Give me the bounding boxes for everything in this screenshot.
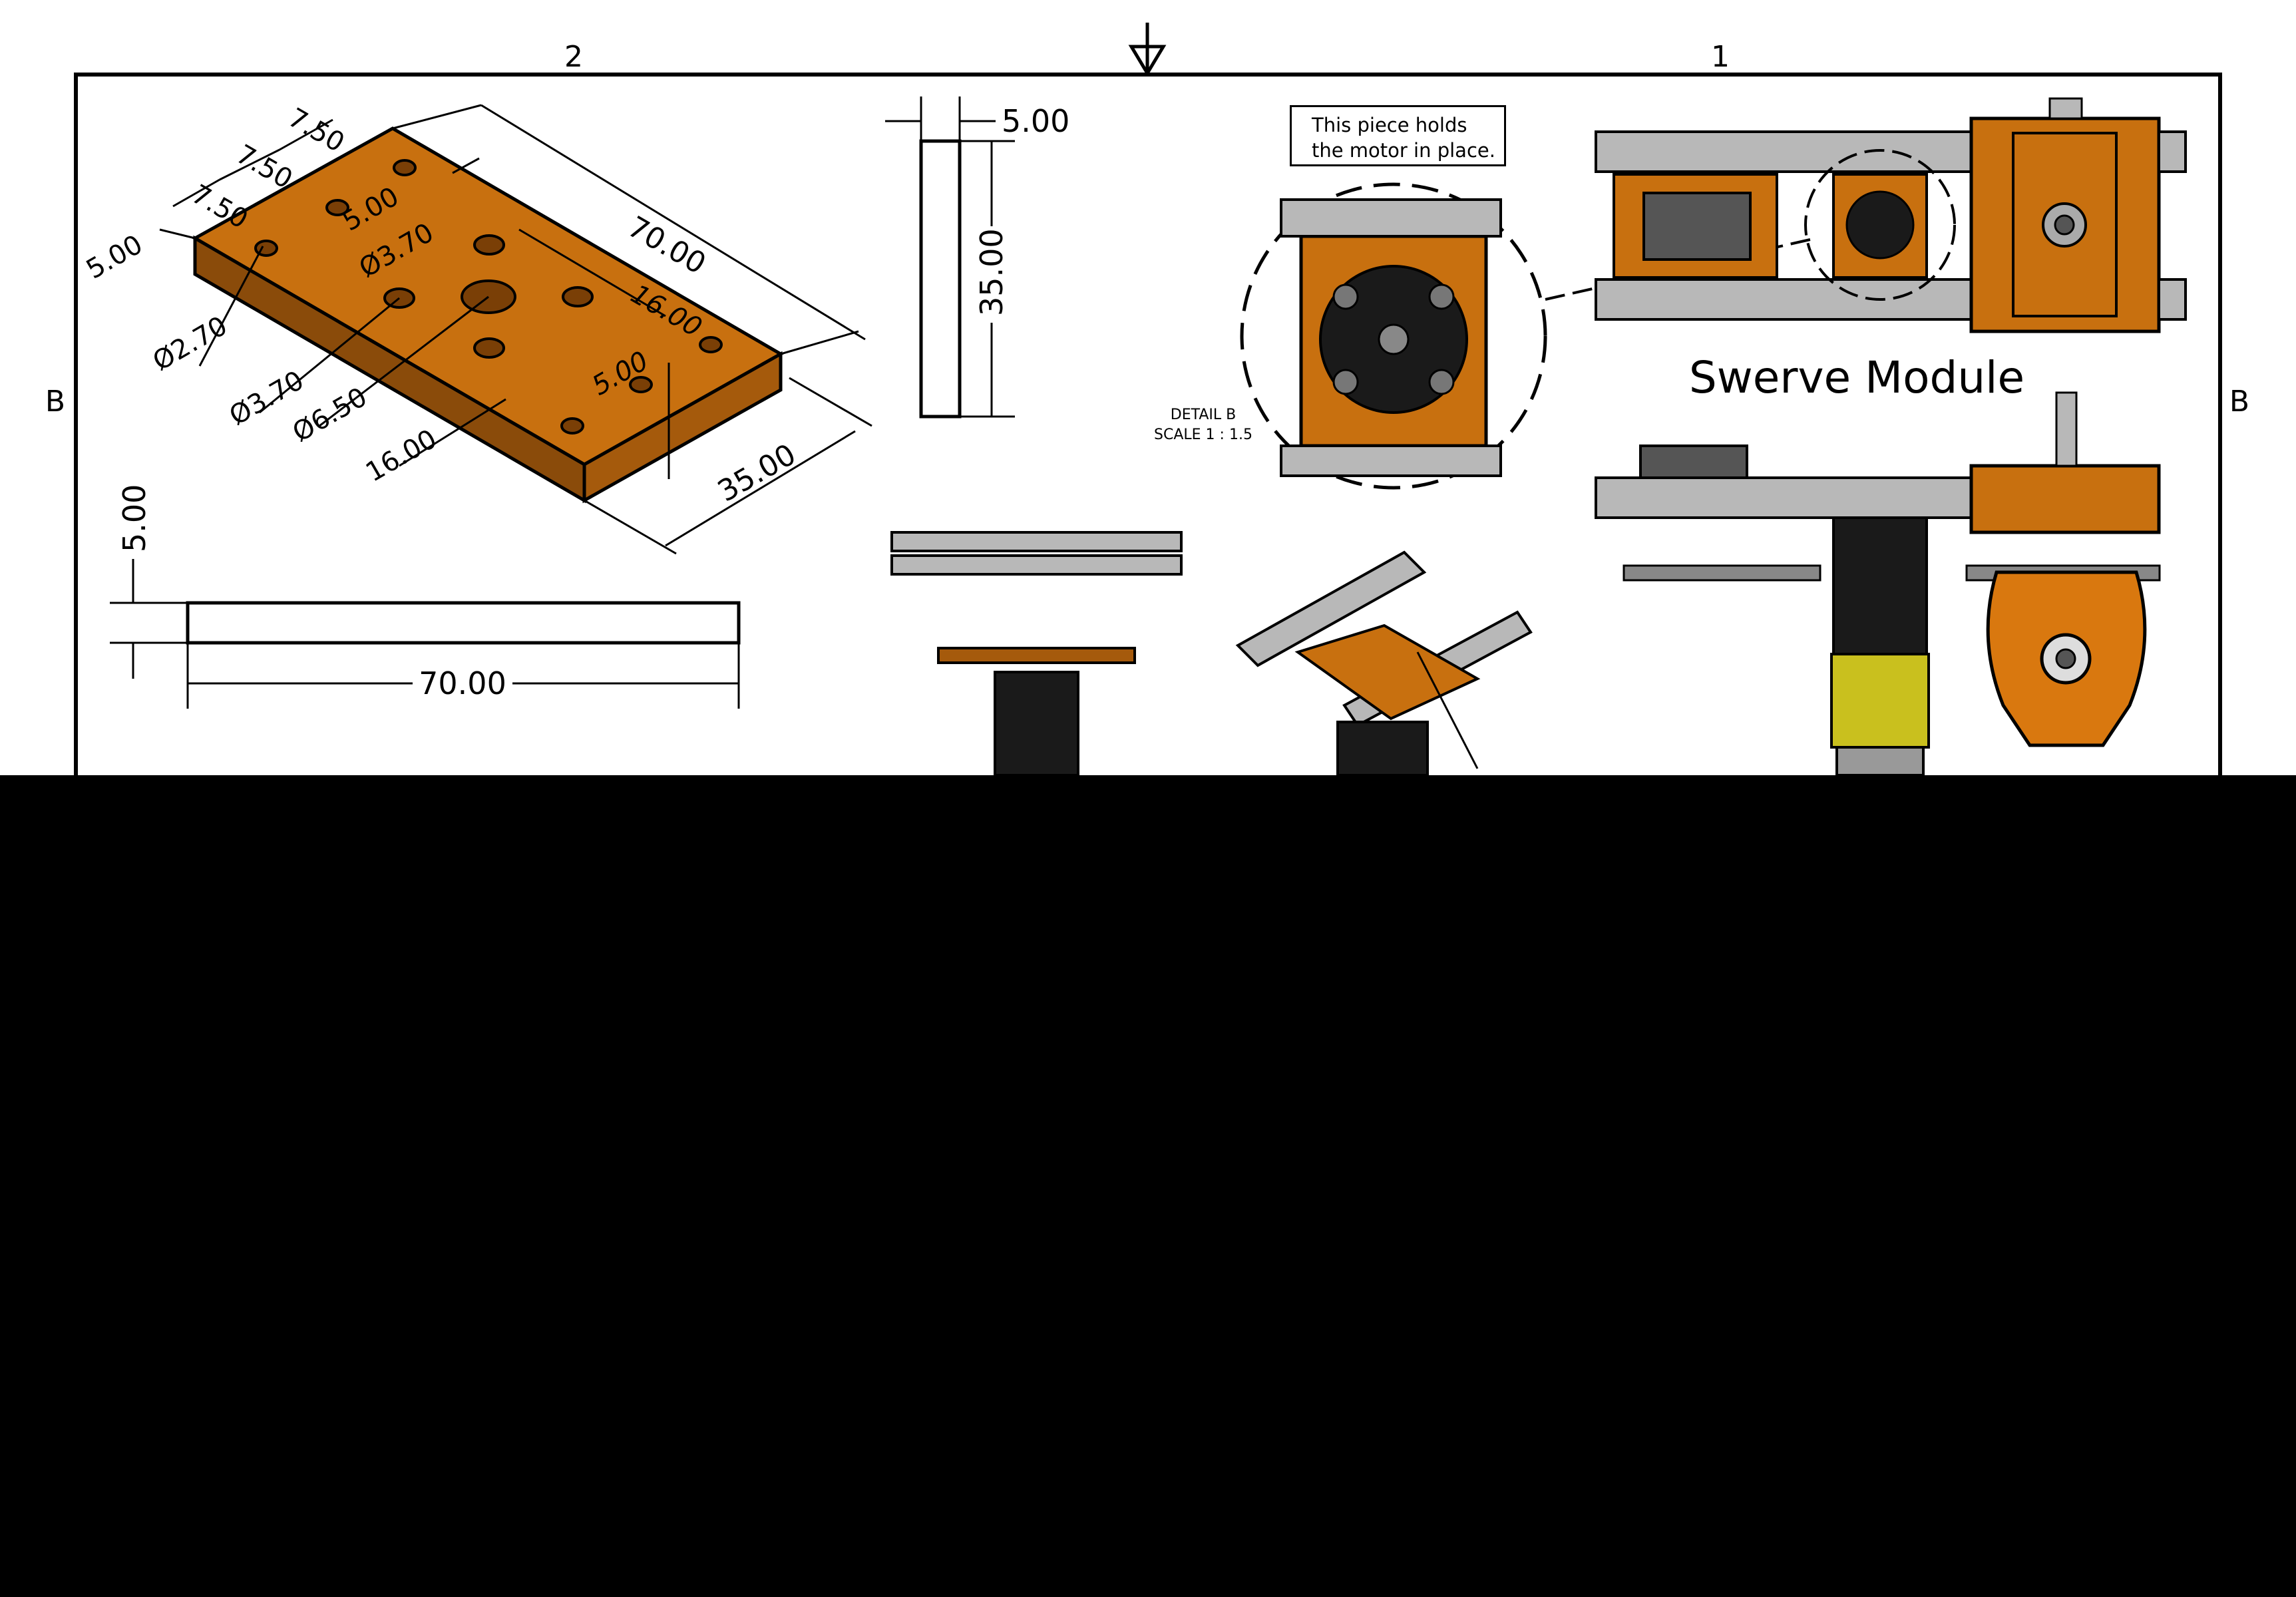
bottom-width-dim: 70.00 xyxy=(419,665,506,701)
hole xyxy=(699,336,723,353)
swerve-module-front-view xyxy=(1595,391,2161,775)
dim-35-00: 35.00 xyxy=(712,437,802,508)
bottom-height-dim: 5.00 xyxy=(116,484,152,552)
dim-16-00-bottom: 16.00 xyxy=(361,424,442,488)
hole xyxy=(562,286,594,307)
note-line-2: the motor in place. xyxy=(1312,139,1495,162)
exploded-view xyxy=(890,531,1183,775)
note-callout: This piece holds the motor in place. xyxy=(1290,105,1506,166)
isometric-assembly xyxy=(1235,550,1533,775)
hole xyxy=(629,376,653,393)
side-height-dim: 35.00 xyxy=(974,228,1010,316)
side-width-dim: 5.00 xyxy=(1002,103,1069,139)
center-mark-icon xyxy=(1128,23,1167,77)
assembly-title: Swerve Module xyxy=(1689,352,2024,403)
hole xyxy=(393,159,417,176)
bottom-view: 5.00 70.00 xyxy=(110,484,741,709)
zone-col-2: 2 xyxy=(564,40,583,74)
zone-row-left: B xyxy=(45,385,65,419)
swerve-module-top-view xyxy=(1595,97,2187,333)
dim-5-00-a: 5.00 xyxy=(81,229,148,285)
hole xyxy=(473,234,505,256)
hole xyxy=(473,337,505,359)
hole xyxy=(325,199,349,216)
isometric-plate: 7.50 7.50 7.50 5.00 5.00 70.00 Ø3.70 16.… xyxy=(81,102,872,555)
drawing-sheet: 2 1 B B xyxy=(0,0,2296,775)
black-region xyxy=(0,775,2296,1597)
hole xyxy=(560,417,584,435)
detail-label: DETAIL B xyxy=(1171,407,1236,423)
side-view: 5.00 35.00 xyxy=(885,96,1069,419)
dim-dia-2-70: Ø2.70 xyxy=(148,311,232,377)
zone-row-right: B xyxy=(2229,385,2249,419)
dim-7-50-a: 7.50 xyxy=(283,102,349,158)
note-line-1: This piece holds xyxy=(1312,114,1467,136)
detail-b-view xyxy=(1240,182,1811,490)
plate-right-face xyxy=(582,351,783,504)
zone-col-1: 1 xyxy=(1711,40,1730,74)
detail-scale: SCALE 1 : 1.5 xyxy=(1154,427,1252,443)
